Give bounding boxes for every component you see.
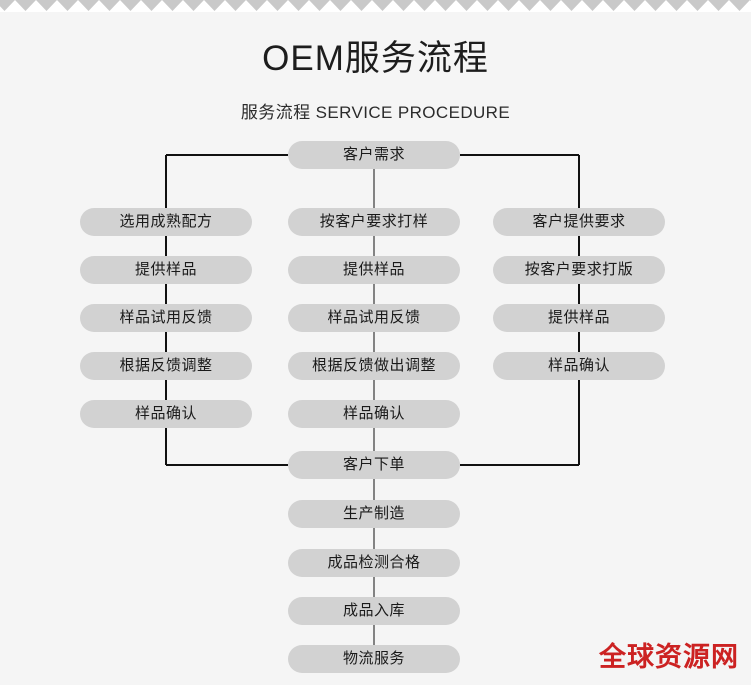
flow-node[interactable]: 生产制造 [288, 500, 460, 528]
flow-node[interactable]: 提供样品 [493, 304, 665, 332]
zigzag-teeth-icon [0, 0, 751, 11]
flow-node[interactable]: 成品检测合格 [288, 549, 460, 577]
flow-node[interactable]: 客户下单 [288, 451, 460, 479]
flow-node[interactable]: 提供样品 [288, 256, 460, 284]
flow-node[interactable]: 成品入库 [288, 597, 460, 625]
flow-node[interactable]: 样品试用反馈 [288, 304, 460, 332]
flow-node[interactable]: 按客户要求打样 [288, 208, 460, 236]
flow-node[interactable]: 样品确认 [80, 400, 252, 428]
watermark: 全球资源网 [599, 642, 739, 672]
decorative-top-edge [0, 0, 751, 12]
flow-node[interactable]: 根据反馈做出调整 [288, 352, 460, 380]
flow-node[interactable]: 按客户要求打版 [493, 256, 665, 284]
flow-node[interactable]: 样品确认 [493, 352, 665, 380]
flow-node[interactable]: 选用成熟配方 [80, 208, 252, 236]
flow-node[interactable]: 根据反馈调整 [80, 352, 252, 380]
page-title: OEM服务流程 [262, 39, 489, 78]
page-subtitle: 服务流程 SERVICE PROCEDURE [240, 103, 511, 122]
flow-node[interactable]: 客户提供要求 [493, 208, 665, 236]
flow-node[interactable]: 物流服务 [288, 645, 460, 673]
flow-node[interactable]: 提供样品 [80, 256, 252, 284]
flow-node[interactable]: 样品试用反馈 [80, 304, 252, 332]
flow-node[interactable]: 客户需求 [288, 141, 460, 169]
flow-node[interactable]: 样品确认 [288, 400, 460, 428]
